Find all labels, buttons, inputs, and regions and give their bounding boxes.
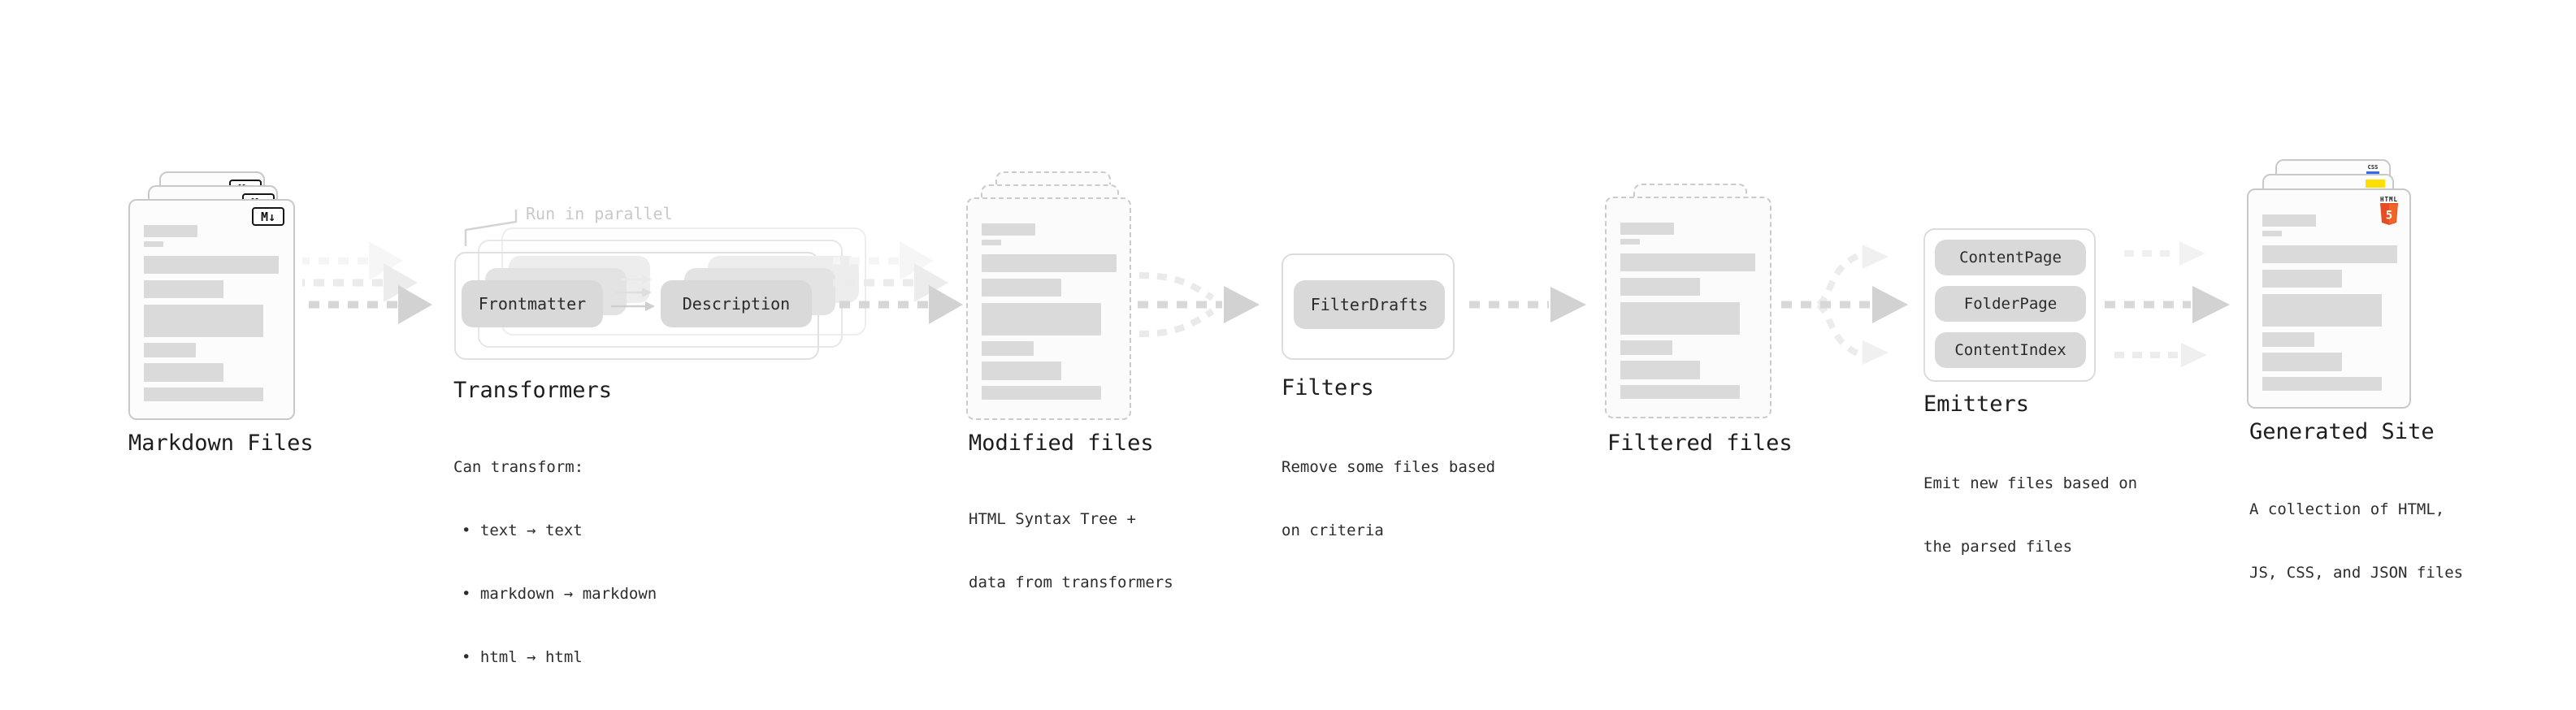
- text-line-placeholder: [144, 256, 279, 274]
- desc-line: data from transformers: [969, 574, 1173, 591]
- text-line-placeholder: [982, 386, 1101, 400]
- contentindex-box: ContentIndex: [1935, 332, 2086, 368]
- stage-label-modified-files: Modified files: [969, 431, 1154, 456]
- text-line-placeholder: [982, 303, 1101, 336]
- run-in-parallel-annotation: Run in parallel: [526, 204, 673, 223]
- desc-line: Emit new files based on: [1923, 474, 2138, 492]
- text-line-placeholder: [1620, 278, 1700, 296]
- text-line-placeholder: [2262, 214, 2316, 227]
- text-line-placeholder: [982, 254, 1117, 272]
- text-line-placeholder: [144, 280, 223, 298]
- html5-icon: HTML 5: [2379, 196, 2400, 225]
- stage-label-filtered-files: Filtered files: [1607, 431, 1793, 456]
- html5-shield-icon: 5: [2380, 203, 2398, 225]
- generated-site-description: A collection of HTML, JS, CSS, and JSON …: [2249, 457, 2463, 626]
- flow-arrow-markdown-to-transformers: [302, 241, 432, 324]
- text-line-placeholder: [1620, 385, 1740, 399]
- text-line-placeholder: [1620, 223, 1674, 235]
- stage-label-generated-site: Generated Site: [2249, 419, 2435, 444]
- filterdrafts-box: FilterDrafts: [1294, 280, 1445, 329]
- frontmatter-box: Frontmatter: [462, 280, 603, 327]
- text-line-placeholder: [982, 240, 1001, 245]
- desc-line: JS, CSS, and JSON files: [2249, 564, 2464, 582]
- text-line-placeholder: [144, 363, 223, 382]
- desc-line: the parsed files: [1923, 538, 2073, 556]
- text-line-placeholder: [1620, 253, 1755, 271]
- text-line-placeholder: [144, 343, 196, 357]
- markdown-icon: M↓: [252, 207, 284, 226]
- flow-arrow-transformers-to-modified: [833, 241, 963, 324]
- desc-bullet: • markdown → markdown: [462, 585, 657, 603]
- markdown-file-card-front: M↓: [128, 199, 295, 420]
- text-line-placeholder: [982, 279, 1061, 297]
- annotation-leader-line: [464, 210, 518, 246]
- text-line-placeholder: [144, 305, 263, 337]
- text-line-placeholder: [1620, 340, 1672, 355]
- svg-text:5: 5: [2386, 210, 2392, 223]
- stage-label-filters: Filters: [1281, 375, 1374, 400]
- text-line-placeholder: [2262, 270, 2342, 288]
- modified-files-description: HTML Syntax Tree + data from transformer…: [969, 466, 1173, 635]
- flow-arrow-filtered-to-emitters-diverge: [1781, 245, 1908, 365]
- contentpage-box: ContentPage: [1935, 240, 2086, 275]
- modified-file-card-front: [966, 197, 1131, 420]
- generated-file-card-front: HTML 5: [2247, 188, 2411, 409]
- html5-icon-label: HTML: [2379, 196, 2399, 203]
- text-line-placeholder: [982, 361, 1061, 380]
- stage-label-emitters: Emitters: [1923, 392, 2030, 417]
- text-line-placeholder: [982, 223, 1035, 236]
- text-line-placeholder: [2262, 332, 2314, 347]
- text-line-placeholder: [144, 387, 263, 401]
- desc-line: A collection of HTML,: [2249, 500, 2445, 518]
- text-line-placeholder: [1620, 239, 1640, 245]
- flow-arrow-modified-to-filters-merge: [1138, 272, 1260, 337]
- css-icon-label: CSS: [2367, 164, 2379, 171]
- flow-arrow-filters-to-filtered: [1469, 287, 1586, 323]
- css-icon: CSS: [2366, 164, 2379, 174]
- desc-line: Can transform:: [453, 458, 584, 476]
- flow-arrows-emitters-to-generated: [2105, 241, 2230, 367]
- description-box: Description: [661, 280, 812, 327]
- transformer-step-arrows: [611, 275, 655, 311]
- desc-line: HTML Syntax Tree +: [969, 510, 1136, 528]
- desc-line: Remove some files based: [1281, 458, 1496, 476]
- desc-bullet: • html → html: [462, 648, 583, 666]
- text-line-placeholder: [144, 241, 163, 247]
- text-line-placeholder: [1620, 302, 1740, 335]
- stage-label-markdown-files: Markdown Files: [128, 431, 314, 456]
- text-line-placeholder: [2262, 294, 2382, 327]
- text-line-placeholder: [144, 225, 197, 237]
- text-line-placeholder: [2262, 231, 2282, 236]
- text-line-placeholder: [982, 341, 1034, 356]
- js-icon: [2366, 180, 2385, 188]
- desc-line: on criteria: [1281, 522, 1384, 539]
- emitters-description: Emit new files based on the parsed files: [1923, 431, 2137, 600]
- stage-label-transformers: Transformers: [453, 378, 613, 403]
- filters-description: Remove some files based on criteria: [1281, 414, 1495, 583]
- pipeline-diagram: M↓ M↓ M↓ Markdown Files: [128, 159, 2464, 666]
- css-icon-underline: [2366, 171, 2379, 174]
- text-line-placeholder: [2262, 377, 2382, 391]
- folderpage-box: FolderPage: [1935, 286, 2086, 322]
- text-line-placeholder: [2262, 353, 2342, 371]
- text-line-placeholder: [2262, 245, 2397, 263]
- filtered-file-card-front: [1605, 197, 1772, 418]
- transformers-description: Can transform: • text → text • markdown …: [453, 414, 657, 710]
- desc-bullet: • text → text: [462, 522, 583, 539]
- text-line-placeholder: [1620, 361, 1700, 379]
